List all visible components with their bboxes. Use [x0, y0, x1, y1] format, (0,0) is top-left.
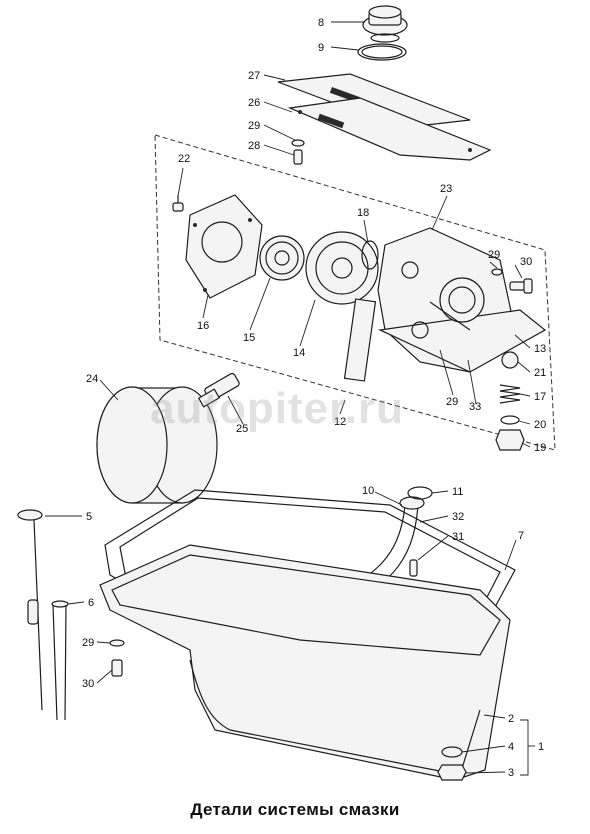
callout-30b: 30 — [82, 678, 94, 690]
dipstick-tube — [51, 600, 69, 721]
oil-pump-housing — [343, 227, 547, 382]
cover-gasket — [287, 97, 492, 161]
bolt-left — [111, 659, 123, 677]
callout-labels: 8 9 27 26 29 28 22 23 18 29 30 16 15 14 … — [82, 17, 546, 779]
oil-pan — [99, 544, 511, 781]
pickup-seal — [407, 486, 433, 500]
cap-seal-ring — [357, 43, 407, 61]
callout-29: 29 — [248, 120, 260, 132]
callout-14: 14 — [293, 347, 305, 359]
drive-gear — [259, 235, 305, 281]
callout-29b: 29 — [488, 249, 500, 261]
callout-7: 7 — [518, 530, 524, 542]
callout-27: 27 — [248, 70, 260, 82]
callout-31: 31 — [452, 531, 464, 543]
callout-11: 11 — [452, 486, 463, 498]
callout-32: 32 — [452, 511, 464, 523]
dipstick — [17, 509, 43, 711]
callout-26: 26 — [248, 97, 260, 109]
pump-cover-plate — [185, 194, 263, 299]
callout-13: 13 — [534, 343, 546, 355]
pump-seal — [361, 240, 379, 270]
callout-29d: 29 — [82, 637, 94, 649]
callout-33: 33 — [469, 401, 481, 413]
screw-right — [509, 278, 533, 294]
pump-shaft — [429, 301, 471, 331]
callout-19: 19 — [534, 442, 546, 454]
callout-2: 2 — [508, 713, 514, 725]
callout-28: 28 — [248, 140, 260, 152]
callout-22: 22 — [178, 153, 190, 165]
callout-21: 21 — [534, 367, 546, 379]
figure-caption: Детали системы смазки — [190, 800, 400, 819]
callout-8: 8 — [318, 17, 324, 29]
callout-3: 3 — [508, 767, 514, 779]
callout-23: 23 — [440, 183, 452, 195]
callout-15: 15 — [243, 332, 255, 344]
oil-filter — [96, 386, 218, 504]
valve-spring — [499, 384, 521, 404]
callout-25: 25 — [236, 423, 248, 435]
drain-plug — [437, 764, 467, 781]
callout-4: 4 — [508, 741, 514, 753]
callout-10: 10 — [362, 485, 374, 497]
filler-cap — [362, 5, 408, 43]
cover-screw — [172, 195, 184, 212]
callout-29c: 29 — [446, 396, 458, 408]
callout-1: 1 — [538, 741, 544, 753]
washer-right — [491, 268, 503, 276]
valve-ball — [501, 351, 519, 369]
callout-20: 20 — [534, 419, 546, 431]
callout-18: 18 — [357, 207, 369, 219]
callout-24: 24 — [86, 373, 98, 385]
callout-16: 16 — [197, 320, 209, 332]
washer-left — [109, 639, 125, 647]
valve-plug — [495, 429, 525, 451]
callout-12: 12 — [334, 416, 346, 428]
leader-lines — [45, 21, 531, 774]
screw-top — [293, 149, 303, 165]
callout-17: 17 — [534, 391, 546, 403]
drain-washer — [441, 746, 463, 758]
callout-5: 5 — [86, 511, 92, 523]
assembly-bracket — [520, 719, 529, 776]
washer-top — [291, 139, 305, 147]
filter-fitting — [197, 372, 240, 408]
callout-30: 30 — [520, 256, 532, 268]
callout-6: 6 — [88, 597, 94, 609]
valve-washer — [500, 415, 520, 425]
callout-9: 9 — [318, 42, 324, 54]
